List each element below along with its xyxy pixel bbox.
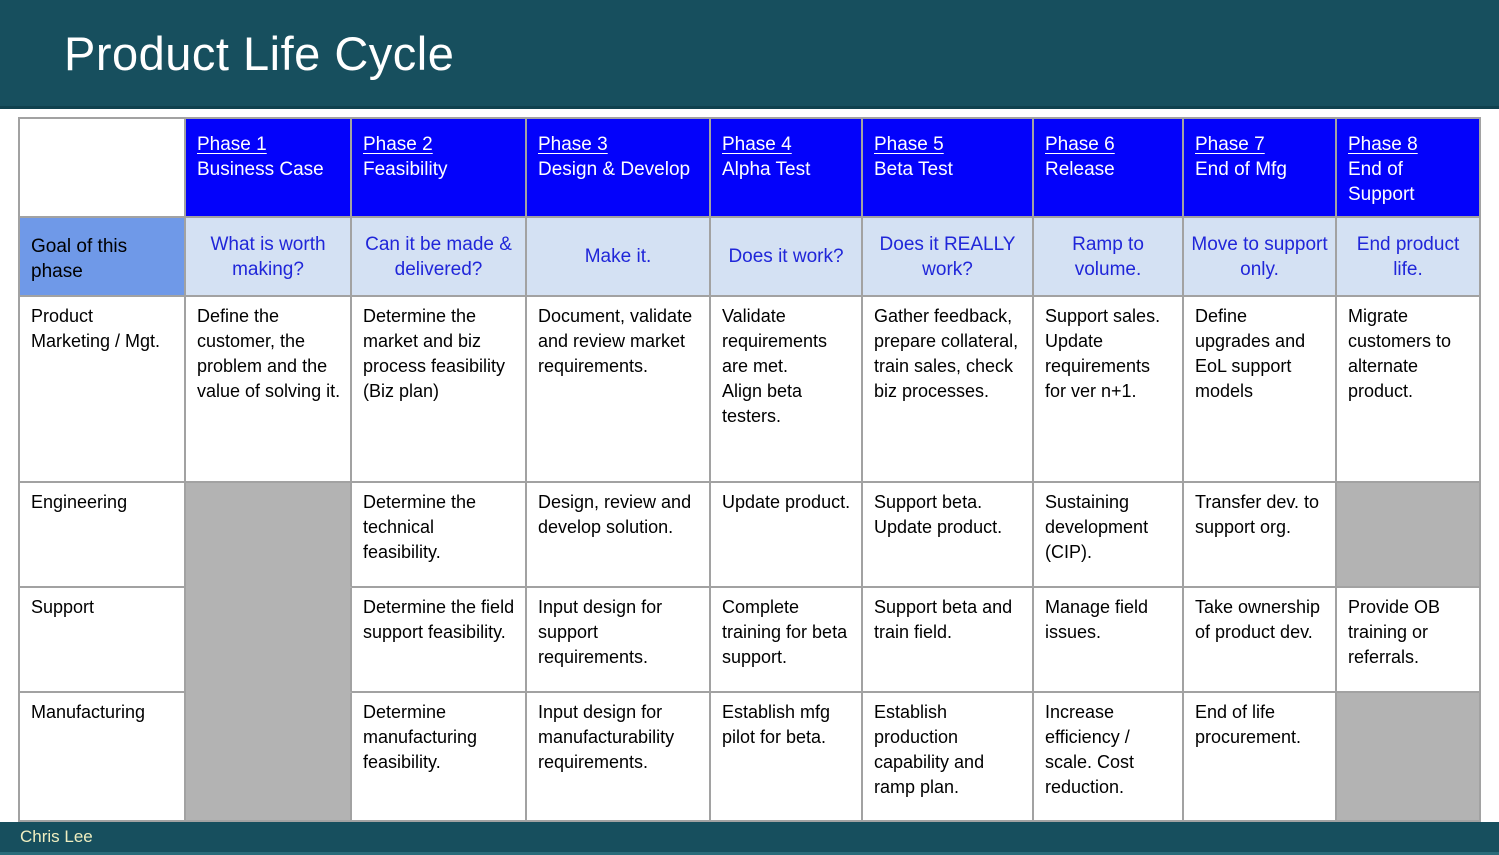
goal-cell: What is worth making? xyxy=(186,218,352,297)
goal-cell: Move to support only. xyxy=(1184,218,1337,297)
task-cell: Migrate customers to alternate product. xyxy=(1337,297,1479,483)
phase-name: Phase 4 xyxy=(722,134,792,155)
phase-header-cell: Phase 8 End of Support xyxy=(1337,119,1479,218)
author-name: Chris Lee xyxy=(20,827,93,846)
phase-subtitle: Feasibility xyxy=(363,159,448,180)
task-cell: Transfer dev. to support org. xyxy=(1184,483,1337,588)
phase-subtitle: Release xyxy=(1045,159,1115,180)
task-cell: Support sales. Update requirements for v… xyxy=(1034,297,1184,483)
task-cell: Increase efficiency / scale. Cost reduct… xyxy=(1034,693,1184,820)
task-cell: Input design for support requirements. xyxy=(527,588,711,693)
phase-header-cell: Phase 5 Beta Test xyxy=(863,119,1034,218)
task-cell: Support beta and train field. xyxy=(863,588,1034,693)
row-label: Engineering xyxy=(20,483,186,588)
footer-bar: Chris Lee xyxy=(0,822,1499,855)
task-cell: Establish mfg pilot for beta. xyxy=(711,693,863,820)
task-cell: Document, validate and review market req… xyxy=(527,297,711,483)
phase-subtitle: Beta Test xyxy=(874,159,953,180)
goal-cell: Can it be made & delivered? xyxy=(352,218,527,297)
phase-name: Phase 2 xyxy=(363,134,433,155)
goal-cell: Does it REALLY work? xyxy=(863,218,1034,297)
goal-cell: Make it. xyxy=(527,218,711,297)
task-cell: Determine the field support feasibility. xyxy=(352,588,527,693)
gray-cell xyxy=(1337,693,1479,820)
phase-header-cell: Phase 7 End of Mfg xyxy=(1184,119,1337,218)
gray-cell xyxy=(186,693,352,820)
phase-header-cell: Phase 3 Design & Develop xyxy=(527,119,711,218)
row-label: Manufacturing xyxy=(20,693,186,820)
phase-subtitle: End of Support xyxy=(1348,159,1415,205)
row-label: Support xyxy=(20,588,186,693)
task-cell: Take ownership of product dev. xyxy=(1184,588,1337,693)
corner-cell xyxy=(20,119,186,218)
phase-header-cell: Phase 6 Release xyxy=(1034,119,1184,218)
phase-name: Phase 5 xyxy=(874,134,944,155)
task-cell: Gather feedback, prepare collateral, tra… xyxy=(863,297,1034,483)
goal-cell: Does it work? xyxy=(711,218,863,297)
phase-name: Phase 7 xyxy=(1195,134,1265,155)
gray-cell xyxy=(1337,483,1479,588)
phase-header-cell: Phase 2 Feasibility xyxy=(352,119,527,218)
task-cell: Manage field issues. xyxy=(1034,588,1184,693)
phase-subtitle: Alpha Test xyxy=(722,159,811,180)
task-cell: End of life procurement. xyxy=(1184,693,1337,820)
phase-subtitle: Design & Develop xyxy=(538,159,691,180)
goal-cell: End product life. xyxy=(1337,218,1479,297)
slide-title: Product Life Cycle xyxy=(64,27,455,80)
row-label: Product Marketing / Mgt. xyxy=(20,297,186,483)
goal-cell: Ramp to volume. xyxy=(1034,218,1184,297)
task-cell: Complete training for beta support. xyxy=(711,588,863,693)
gray-cell xyxy=(186,483,352,588)
task-cell: Support beta. Update product. xyxy=(863,483,1034,588)
task-cell: Design, review and develop solution. xyxy=(527,483,711,588)
phase-name: Phase 3 xyxy=(538,134,608,155)
task-cell: Input design for manufacturability requi… xyxy=(527,693,711,820)
task-cell: Validate requirements are met. Align bet… xyxy=(711,297,863,483)
task-cell: Determine manufacturing feasibility. xyxy=(352,693,527,820)
phase-name: Phase 1 xyxy=(197,134,267,155)
task-cell: Define the customer, the problem and the… xyxy=(186,297,352,483)
task-cell: Sustaining development (CIP). xyxy=(1034,483,1184,588)
phase-name: Phase 6 xyxy=(1045,134,1115,155)
phase-subtitle: Business Case xyxy=(197,159,324,180)
task-cell: Provide OB training or referrals. xyxy=(1337,588,1479,693)
phase-subtitle: End of Mfg xyxy=(1195,159,1287,180)
task-cell: Establish production capability and ramp… xyxy=(863,693,1034,820)
phase-header-cell: Phase 1 Business Case xyxy=(186,119,352,218)
phase-header-cell: Phase 4 Alpha Test xyxy=(711,119,863,218)
phase-name: Phase 8 xyxy=(1348,134,1418,155)
title-bar: Product Life Cycle xyxy=(0,0,1499,109)
task-cell: Determine the technical feasibility. xyxy=(352,483,527,588)
task-cell: Define upgrades and EoL support models xyxy=(1184,297,1337,483)
task-cell: Determine the market and biz process fea… xyxy=(352,297,527,483)
goal-row-label: Goal of this phase xyxy=(20,218,186,297)
gray-cell xyxy=(186,588,352,693)
task-cell: Update product. xyxy=(711,483,863,588)
